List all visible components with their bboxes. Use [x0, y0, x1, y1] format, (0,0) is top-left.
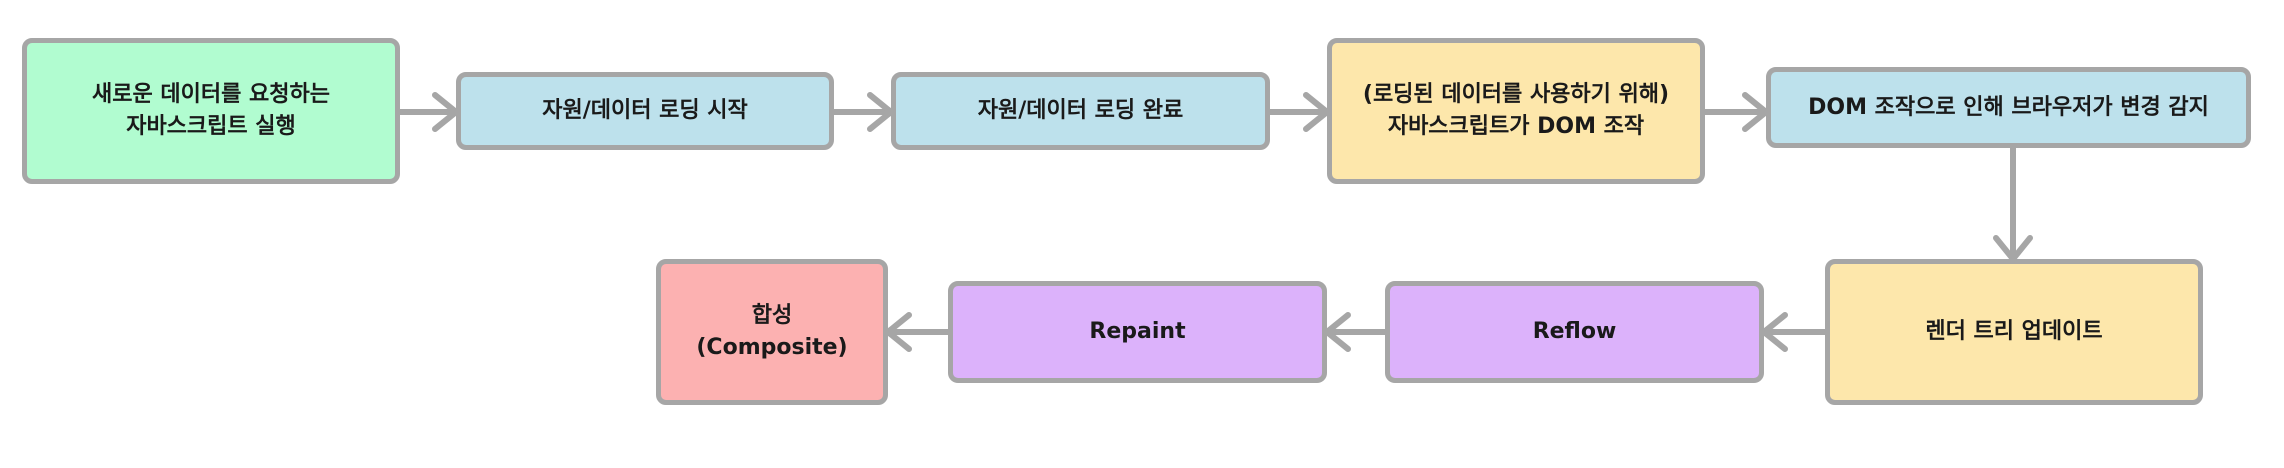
- arrow-request-to-load-start: [397, 92, 459, 132]
- node-load-start-label: 자원/데이터 로딩 시작: [542, 98, 748, 123]
- node-render-tree-update: 렌더 트리 업데이트: [1825, 259, 2203, 405]
- node-request-script-line2: 자바스크립트 실행: [126, 114, 296, 139]
- node-browser-detect: DOM 조작으로 인해 브라우저가 변경 감지: [1766, 67, 2251, 148]
- node-repaint-label: Repaint: [1089, 319, 1186, 344]
- node-dom-manipulation-line1: (로딩된 데이터를 사용하기 위해): [1362, 82, 1670, 107]
- arrow-load-start-to-load-complete: [831, 92, 894, 132]
- node-repaint: Repaint: [948, 281, 1327, 383]
- node-dom-manipulation-line2: 자바스크립트가 DOM 조작: [1387, 114, 1645, 139]
- node-reflow-label: Reflow: [1532, 319, 1617, 344]
- node-composite: 합성 (Composite): [656, 259, 888, 405]
- node-browser-detect-label: DOM 조작으로 인해 브라우저가 변경 감지: [1808, 94, 2209, 120]
- arrow-render-tree-to-reflow: [1761, 312, 1828, 352]
- arrow-dom-to-browser-detect: [1702, 92, 1769, 132]
- node-load-start: 자원/데이터 로딩 시작: [456, 72, 834, 150]
- node-load-complete: 자원/데이터 로딩 완료: [891, 72, 1270, 150]
- arrow-load-complete-to-dom: [1267, 92, 1330, 132]
- node-request-script: 새로운 데이터를 요청하는 자바스크립트 실행: [22, 38, 400, 184]
- arrow-browser-detect-to-render-tree: [1993, 145, 2033, 262]
- node-request-script-line1: 새로운 데이터를 요청하는: [92, 82, 330, 107]
- arrow-repaint-to-composite: [885, 312, 951, 352]
- node-reflow: Reflow: [1385, 281, 1764, 383]
- arrow-reflow-to-repaint: [1324, 312, 1388, 352]
- node-composite-line1: 합성: [751, 303, 793, 328]
- node-composite-line2: (Composite): [696, 335, 848, 360]
- node-render-tree-update-label: 렌더 트리 업데이트: [1925, 319, 2103, 344]
- node-load-complete-label: 자원/데이터 로딩 완료: [977, 98, 1184, 123]
- node-dom-manipulation: (로딩된 데이터를 사용하기 위해) 자바스크립트가 DOM 조작: [1327, 38, 1705, 184]
